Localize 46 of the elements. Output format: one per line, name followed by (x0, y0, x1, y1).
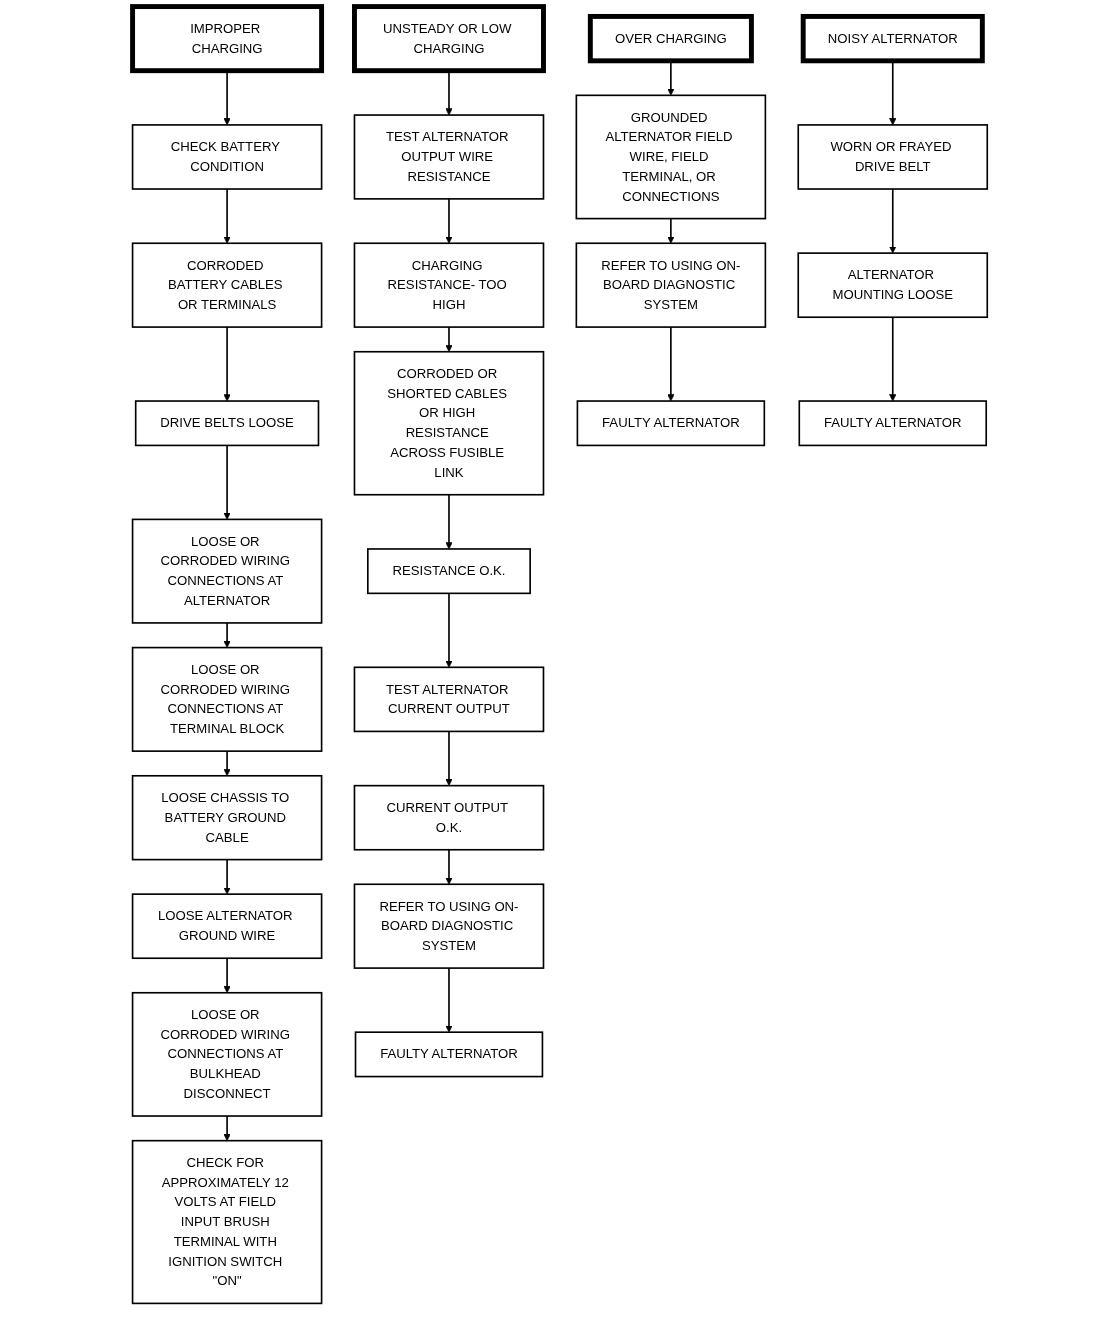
node-box: LOOSE OR CORRODED WIRING CONNECTIONS AT TERMINAL BLOCK (131, 646, 323, 752)
node-box: CHECK FOR APPROXIMATELY 12 VOLTS AT FIELD INPUT BRUSH TERMINAL WITH IGNITION SWITCH "ON" (131, 1139, 323, 1305)
node-box: CORRODED BATTERY CABLES OR TERMINALS (131, 242, 323, 328)
arrow (223, 1115, 231, 1141)
arrow (223, 326, 231, 402)
node-box: RESISTANCE O.K. (367, 548, 532, 595)
arrow (445, 967, 453, 1033)
arrow (223, 622, 231, 648)
arrow (445, 493, 453, 550)
arrow (223, 858, 231, 895)
node-box: LOOSE CHASSIS TO BATTERY GROUND CABLE (131, 774, 323, 861)
node-box: REFER TO USING ON-BOARD DIAGNOSTIC SYSTEM (575, 242, 767, 328)
arrow (223, 444, 231, 520)
arrow (889, 188, 897, 254)
node-box: NOISY ALTERNATOR (800, 13, 985, 64)
node-box: TEST ALTERNATOR CURRENT OUTPUT (353, 666, 545, 733)
arrow (445, 592, 453, 668)
node-box: CURRENT OUTPUT O.K. (353, 784, 545, 851)
node-box: FAULTY ALTERNATOR (798, 400, 988, 447)
node-box: LOOSE ALTERNATOR GROUND WIRE (131, 893, 323, 960)
node-box: DRIVE BELTS LOOSE (134, 400, 320, 447)
arrow (445, 730, 453, 786)
node-box: CHECK BATTERY CONDITION (131, 124, 323, 190)
node-box: LOOSE OR CORRODED WIRING CONNECTIONS AT ALTERNATOR (131, 518, 323, 624)
node-box: LOOSE OR CORRODED WIRING CONNECTIONS AT BULKHEAD DISCONNECT (131, 991, 323, 1117)
node-box: FAULTY ALTERNATOR (576, 400, 766, 447)
node-box: TEST ALTERNATOR OUTPUT WIRE RESISTANCE (353, 114, 545, 200)
arrow (445, 326, 453, 353)
node-box: REFER TO USING ON-BOARD DIAGNOSTIC SYSTEM (353, 883, 545, 969)
node-box: GROUNDED ALTERNATOR FIELD WIRE, FIELD TERMINAL, OR CONNECTIONS (575, 94, 767, 220)
node-box: UNSTEADY OR LOW CHARGING (352, 4, 547, 74)
arrow (889, 316, 897, 402)
arrow (667, 326, 675, 402)
node-box: CHARGING RESISTANCE- TOO HIGH (353, 242, 545, 328)
node-box: WORN OR FRAYED DRIVE BELT (797, 124, 989, 190)
arrow (223, 957, 231, 994)
node-box: IMPROPER CHARGING (130, 4, 325, 74)
node-box: CORRODED OR SHORTED CABLES OR HIGH RESISTANCE ACROSS FUSIBLE LINK (353, 350, 545, 496)
node-box: ALTERNATOR MOUNTING LOOSE (797, 252, 989, 319)
arrow (223, 750, 231, 777)
arrow (445, 198, 453, 244)
node-box: OVER CHARGING (587, 13, 754, 64)
arrow (667, 217, 675, 244)
node-box: FAULTY ALTERNATOR (354, 1031, 544, 1078)
arrow (223, 188, 231, 244)
arrow (445, 848, 453, 885)
